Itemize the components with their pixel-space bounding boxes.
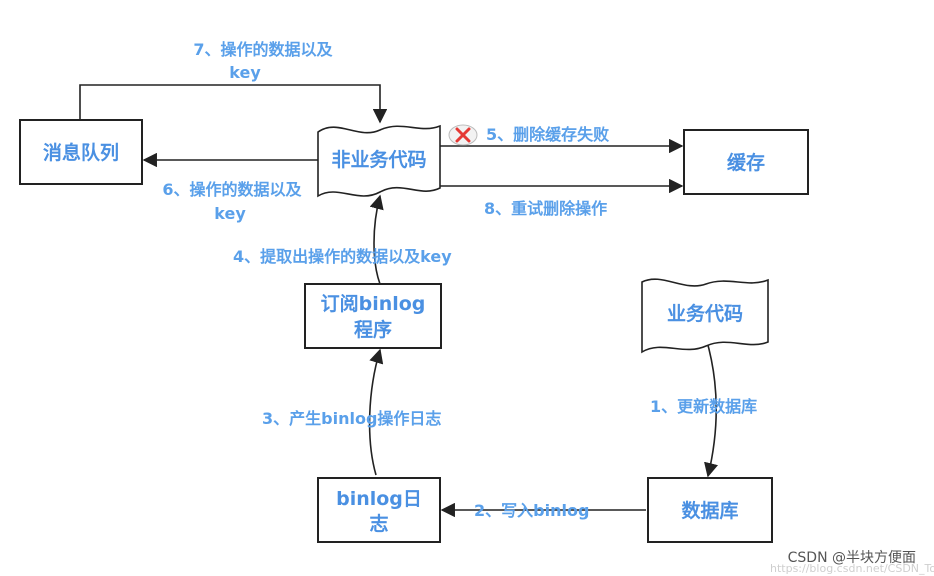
business-code-label: 业务代码 [667, 302, 743, 325]
message-queue-label: 消息队列 [43, 141, 119, 164]
label-step6-line2: key [214, 204, 246, 223]
node-database: 数据库 [647, 477, 773, 543]
subscribe-program-label-line2: 程序 [354, 318, 392, 341]
node-non-business-code: 非业务代码 [317, 124, 441, 198]
node-business-code: 业务代码 [641, 278, 769, 354]
label-step8: 8、重试删除操作 [484, 199, 607, 218]
edge-step7 [79, 84, 388, 124]
error-x-icon [448, 124, 478, 146]
node-message-queue: 消息队列 [19, 119, 143, 185]
label-step6-line1: 6、操作的数据以及 [162, 180, 302, 199]
node-binlog-log: binlog日 志 [317, 477, 441, 543]
label-step2: 2、写入binlog [474, 501, 589, 520]
non-business-code-label: 非业务代码 [331, 148, 426, 171]
edge-step1 [704, 337, 719, 478]
binlog-log-label-line1: binlog日 [336, 488, 422, 510]
watermark: CSDN @半块方便面 [788, 550, 916, 566]
label-step4: 4、提取出操作的数据以及key [233, 247, 452, 266]
subscribe-program-label-line1: 订阅binlog [321, 293, 426, 315]
label-step1: 1、更新数据库 [650, 397, 757, 416]
database-label: 数据库 [681, 499, 738, 522]
label-step3: 3、产生binlog操作日志 [262, 409, 441, 428]
watermark-url: https://blog.csdn.net/CSDN_Tok [770, 562, 934, 575]
cache-label: 缓存 [727, 151, 765, 174]
label-step7-line2: key [229, 63, 261, 82]
edge-step3 [368, 348, 384, 476]
node-cache: 缓存 [683, 129, 809, 195]
label-step7-line1: 7、操作的数据以及 [193, 40, 333, 59]
edge-step4 [369, 194, 384, 285]
label-step5: 5、删除缓存失败 [486, 125, 609, 144]
node-subscribe-program: 订阅binlog 程序 [304, 283, 442, 349]
binlog-log-label-line2: 志 [369, 512, 388, 535]
